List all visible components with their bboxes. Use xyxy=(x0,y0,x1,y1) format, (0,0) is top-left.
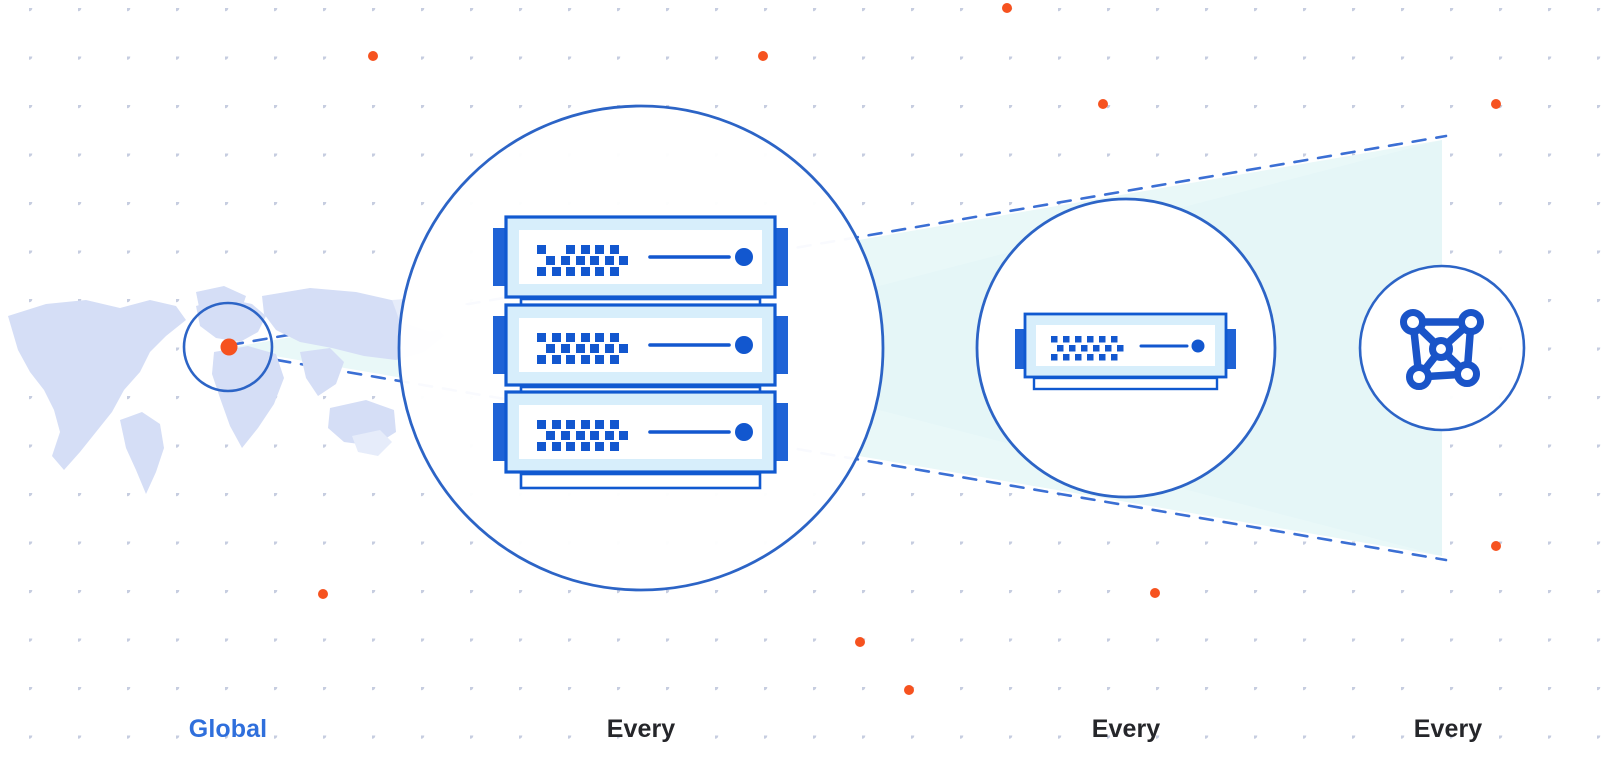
server-rack-icon xyxy=(493,215,788,490)
global-focus-circle xyxy=(182,301,274,393)
graph-node xyxy=(1458,309,1484,335)
server-rack-unit xyxy=(493,390,788,490)
label-line-1: Every xyxy=(1413,715,1483,743)
server-rack-unit xyxy=(493,215,788,315)
accent-dots xyxy=(318,3,1501,695)
label-every-data-center: Every data center xyxy=(521,667,761,782)
label-line-1: Every xyxy=(1091,715,1161,743)
graph-node xyxy=(1454,361,1480,387)
graph-node xyxy=(1429,337,1453,361)
label-line-1: Global xyxy=(188,715,268,743)
label-global-network: Global network xyxy=(128,667,328,782)
label-every-service: Every service xyxy=(1348,667,1548,782)
graph-node xyxy=(1400,309,1426,335)
server-rack-unit xyxy=(493,303,788,403)
graph-node xyxy=(1406,364,1432,390)
label-line-1: Every xyxy=(606,715,676,743)
server-unit-icon xyxy=(1015,312,1236,391)
location-dot-marker xyxy=(220,338,238,356)
label-every-server: Every server xyxy=(1026,667,1226,782)
network-graph-icon xyxy=(1400,309,1484,390)
